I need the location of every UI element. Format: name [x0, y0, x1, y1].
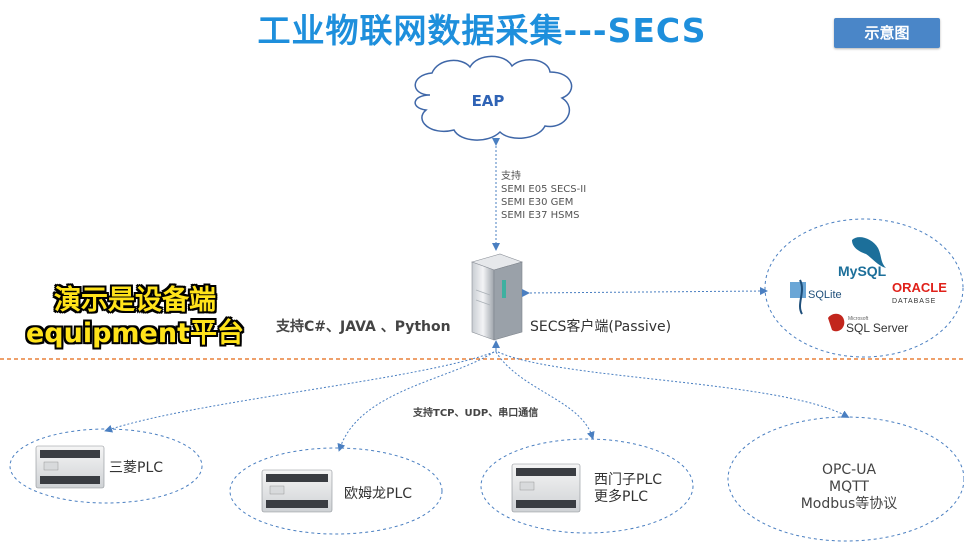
plc-device-icon — [511, 463, 581, 513]
page-title: 工业物联网数据采集---SECS — [257, 11, 707, 50]
plc-group-omron — [229, 447, 443, 535]
protocol-mqtt: MQTT — [829, 479, 869, 495]
sqlserver-small: Microsoft — [848, 316, 869, 322]
server-db-link — [521, 287, 768, 298]
sqlite-text: SQLite — [808, 289, 842, 301]
plc-label-more: 更多PLC — [594, 489, 649, 505]
diagram-badge: 示意图 — [834, 18, 940, 48]
mysql-text: MySQL — [838, 263, 887, 279]
eap-label: EAP — [471, 92, 505, 110]
protocol-group — [727, 416, 964, 542]
sqlite-logo: SQLite — [790, 279, 842, 315]
oracle-logo: ORACLE DATABASE — [892, 280, 947, 305]
plc-group-mitsubishi — [9, 428, 203, 504]
protocol-item: SEMI E05 SECS-II — [501, 184, 587, 195]
plc-label-siemens-line1: 西门子PLC — [594, 472, 663, 488]
protocol-list: 支持 SEMI E05 SECS-II SEMI E30 GEM SEMI E3… — [501, 170, 586, 222]
protocol-item: SEMI E37 HSMS — [501, 210, 580, 221]
plc-links — [104, 351, 850, 452]
sqlserver-logo: Microsoft SQL Server — [828, 313, 908, 335]
plc-label-mitsubishi: 三菱PLC — [109, 460, 164, 476]
eap-cloud — [414, 55, 573, 141]
server-icon — [471, 253, 523, 341]
oracle-text: ORACLE — [892, 280, 947, 295]
plc-group-siemens — [480, 438, 694, 534]
plc-label-omron: 欧姆龙PLC — [344, 486, 413, 502]
secs-client-label: SECS客户端(Passive) — [530, 319, 672, 335]
oracle-sub: DATABASE — [892, 298, 936, 305]
plc-device-icon — [35, 445, 105, 489]
plc-device-icon — [261, 469, 333, 513]
protocol-header: 支持 — [501, 171, 521, 182]
communication-label: 支持TCP、UDP、串口通信 — [413, 408, 539, 419]
protocol-item: SEMI E30 GEM — [501, 197, 574, 208]
database-group — [764, 218, 964, 358]
protocol-opcua: OPC-UA — [821, 462, 877, 478]
mysql-logo: MySQL — [838, 237, 887, 279]
overlay-caption: 演示是设备端 equipment平台 — [10, 284, 260, 350]
protocol-modbus: Modbus等协议 — [800, 496, 898, 512]
overlay-line-1: 演示是设备端 — [54, 285, 216, 316]
overlay-line-2: equipment平台 — [25, 318, 245, 349]
language-support-label: 支持C#、JAVA 、Python — [276, 319, 451, 335]
sqlserver-text: SQL Server — [846, 321, 908, 335]
other-protocols: OPC-UA MQTT Modbus等协议 — [764, 462, 934, 513]
plc-label-siemens: 西门子PLC 更多PLC — [594, 472, 662, 506]
